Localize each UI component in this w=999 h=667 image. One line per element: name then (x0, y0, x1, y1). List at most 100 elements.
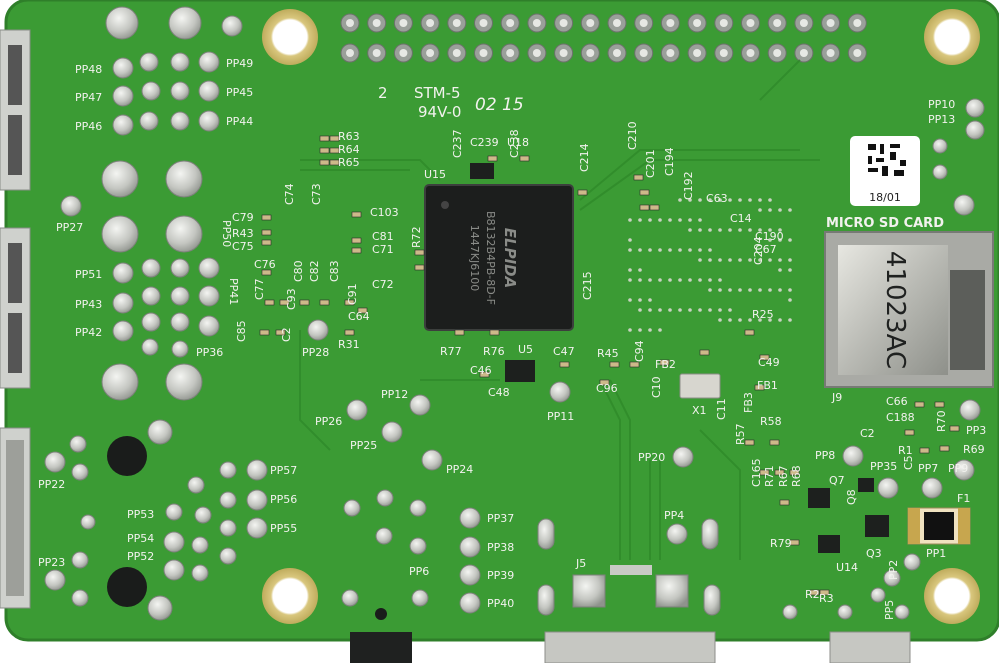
test-pad (932, 138, 948, 154)
passive (259, 329, 270, 336)
passive (789, 469, 800, 476)
via (658, 248, 662, 252)
via (638, 268, 642, 272)
gpio-pin-center (506, 19, 515, 27)
gpio-pin-center (799, 49, 808, 57)
via (698, 228, 702, 232)
via (628, 278, 632, 282)
via (788, 258, 792, 262)
test-pad (307, 319, 329, 341)
via (748, 288, 752, 292)
silk-label-pp8: PP8 (815, 449, 835, 462)
oval-pad (537, 518, 555, 550)
silk-label-c14: C14 (730, 212, 752, 225)
silk-label-pp22: PP22 (38, 478, 65, 491)
fpc-connector (610, 565, 652, 575)
test-pad (459, 507, 481, 529)
gpio-pin-center (613, 19, 621, 27)
via (708, 248, 712, 252)
silk-label-r71: R71 (763, 465, 776, 487)
silk-label-pp20: PP20 (638, 451, 665, 464)
silk-label-c201: C201 (644, 149, 657, 178)
test-pad (71, 589, 89, 607)
via (728, 198, 732, 202)
silk-label-pp41: PP41 (227, 278, 240, 305)
silk-label-r68: R68 (790, 465, 803, 487)
test-pad (666, 523, 688, 545)
via (718, 228, 722, 232)
silk-label-c210: C210 (626, 121, 639, 150)
silk-label-pp45: PP45 (226, 86, 253, 99)
passive (759, 469, 770, 476)
silk-label-pp39: PP39 (487, 569, 514, 582)
gpio-pin-center (613, 49, 621, 57)
gpio-pin-center (532, 19, 541, 27)
silk-label-c215: C215 (581, 271, 594, 300)
test-pad (191, 536, 209, 554)
via (738, 288, 742, 292)
via (718, 198, 722, 202)
test-pad (139, 111, 159, 131)
test-pad (147, 419, 173, 445)
silk-label-pp49: PP49 (226, 57, 253, 70)
via (658, 308, 662, 312)
silk-label-r3: R3 (819, 592, 834, 605)
silk-label-pp9: PP9 (948, 462, 968, 475)
silk-label-u15: U15 (424, 168, 446, 181)
silk-label-j9: J9 (831, 391, 842, 404)
via (698, 248, 702, 252)
test-pad (139, 52, 159, 72)
passive (299, 299, 310, 306)
via (688, 278, 692, 282)
test-pad (375, 527, 393, 545)
silk-label-c94: C94 (633, 340, 646, 362)
via (678, 248, 682, 252)
stm-text: STM-5 (414, 84, 461, 102)
passive (489, 329, 500, 336)
via (628, 218, 632, 222)
test-pad (170, 312, 190, 332)
gpio-pin-center (693, 49, 702, 57)
test-pad (163, 531, 185, 553)
gpio-pin-center (506, 49, 515, 57)
passive (754, 384, 765, 391)
silk-label-pp56: PP56 (270, 493, 297, 506)
silk-label-c71: C71 (372, 243, 394, 256)
crystal-x1 (679, 373, 721, 399)
silk-label-c48: C48 (488, 386, 510, 399)
via (658, 218, 662, 222)
test-pad (112, 292, 134, 314)
via (738, 228, 742, 232)
silk-label-u14: U14 (836, 561, 858, 574)
silk-label-pp7: PP7 (918, 462, 938, 475)
gpio-pin-center (372, 19, 381, 27)
test-pad (246, 489, 268, 511)
test-pad (191, 564, 209, 582)
oval-pad (701, 518, 719, 550)
gpio-pin-center (479, 19, 488, 27)
silk-label-pp50: PP50 (220, 220, 233, 247)
test-pad (198, 285, 220, 307)
silk-label-pp37: PP37 (487, 512, 514, 525)
via (718, 278, 722, 282)
passive (639, 189, 650, 196)
via (748, 228, 752, 232)
via (638, 248, 642, 252)
test-pad (147, 595, 173, 621)
test-pad (112, 262, 134, 284)
passive (633, 174, 644, 181)
silk-label-pp40: PP40 (487, 597, 514, 610)
via (748, 258, 752, 262)
via (638, 328, 642, 332)
via (698, 258, 702, 262)
test-pad (409, 394, 431, 416)
passive (329, 159, 340, 166)
test-pad (883, 569, 901, 587)
via (708, 228, 712, 232)
silk-label-pp3: PP3 (966, 424, 986, 437)
via (638, 308, 642, 312)
passive (319, 135, 330, 142)
chip-brand-text: ELPIDA (501, 228, 519, 288)
test-pad (44, 451, 66, 473)
silk-label-c5: C5 (902, 455, 915, 470)
